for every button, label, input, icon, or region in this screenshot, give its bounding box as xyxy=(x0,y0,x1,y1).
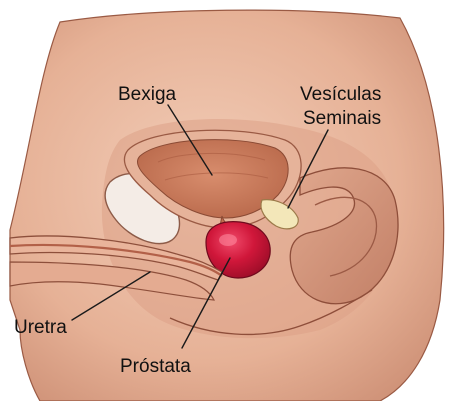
label-seminal-vesicles-line1: Vesículas xyxy=(300,84,381,105)
label-prostate: Próstata xyxy=(120,356,191,377)
label-bladder: Bexiga xyxy=(118,84,177,105)
prostate-highlight xyxy=(219,234,237,246)
label-urethra: Uretra xyxy=(14,317,67,338)
label-seminal-vesicles-line2: Seminais xyxy=(303,108,381,129)
